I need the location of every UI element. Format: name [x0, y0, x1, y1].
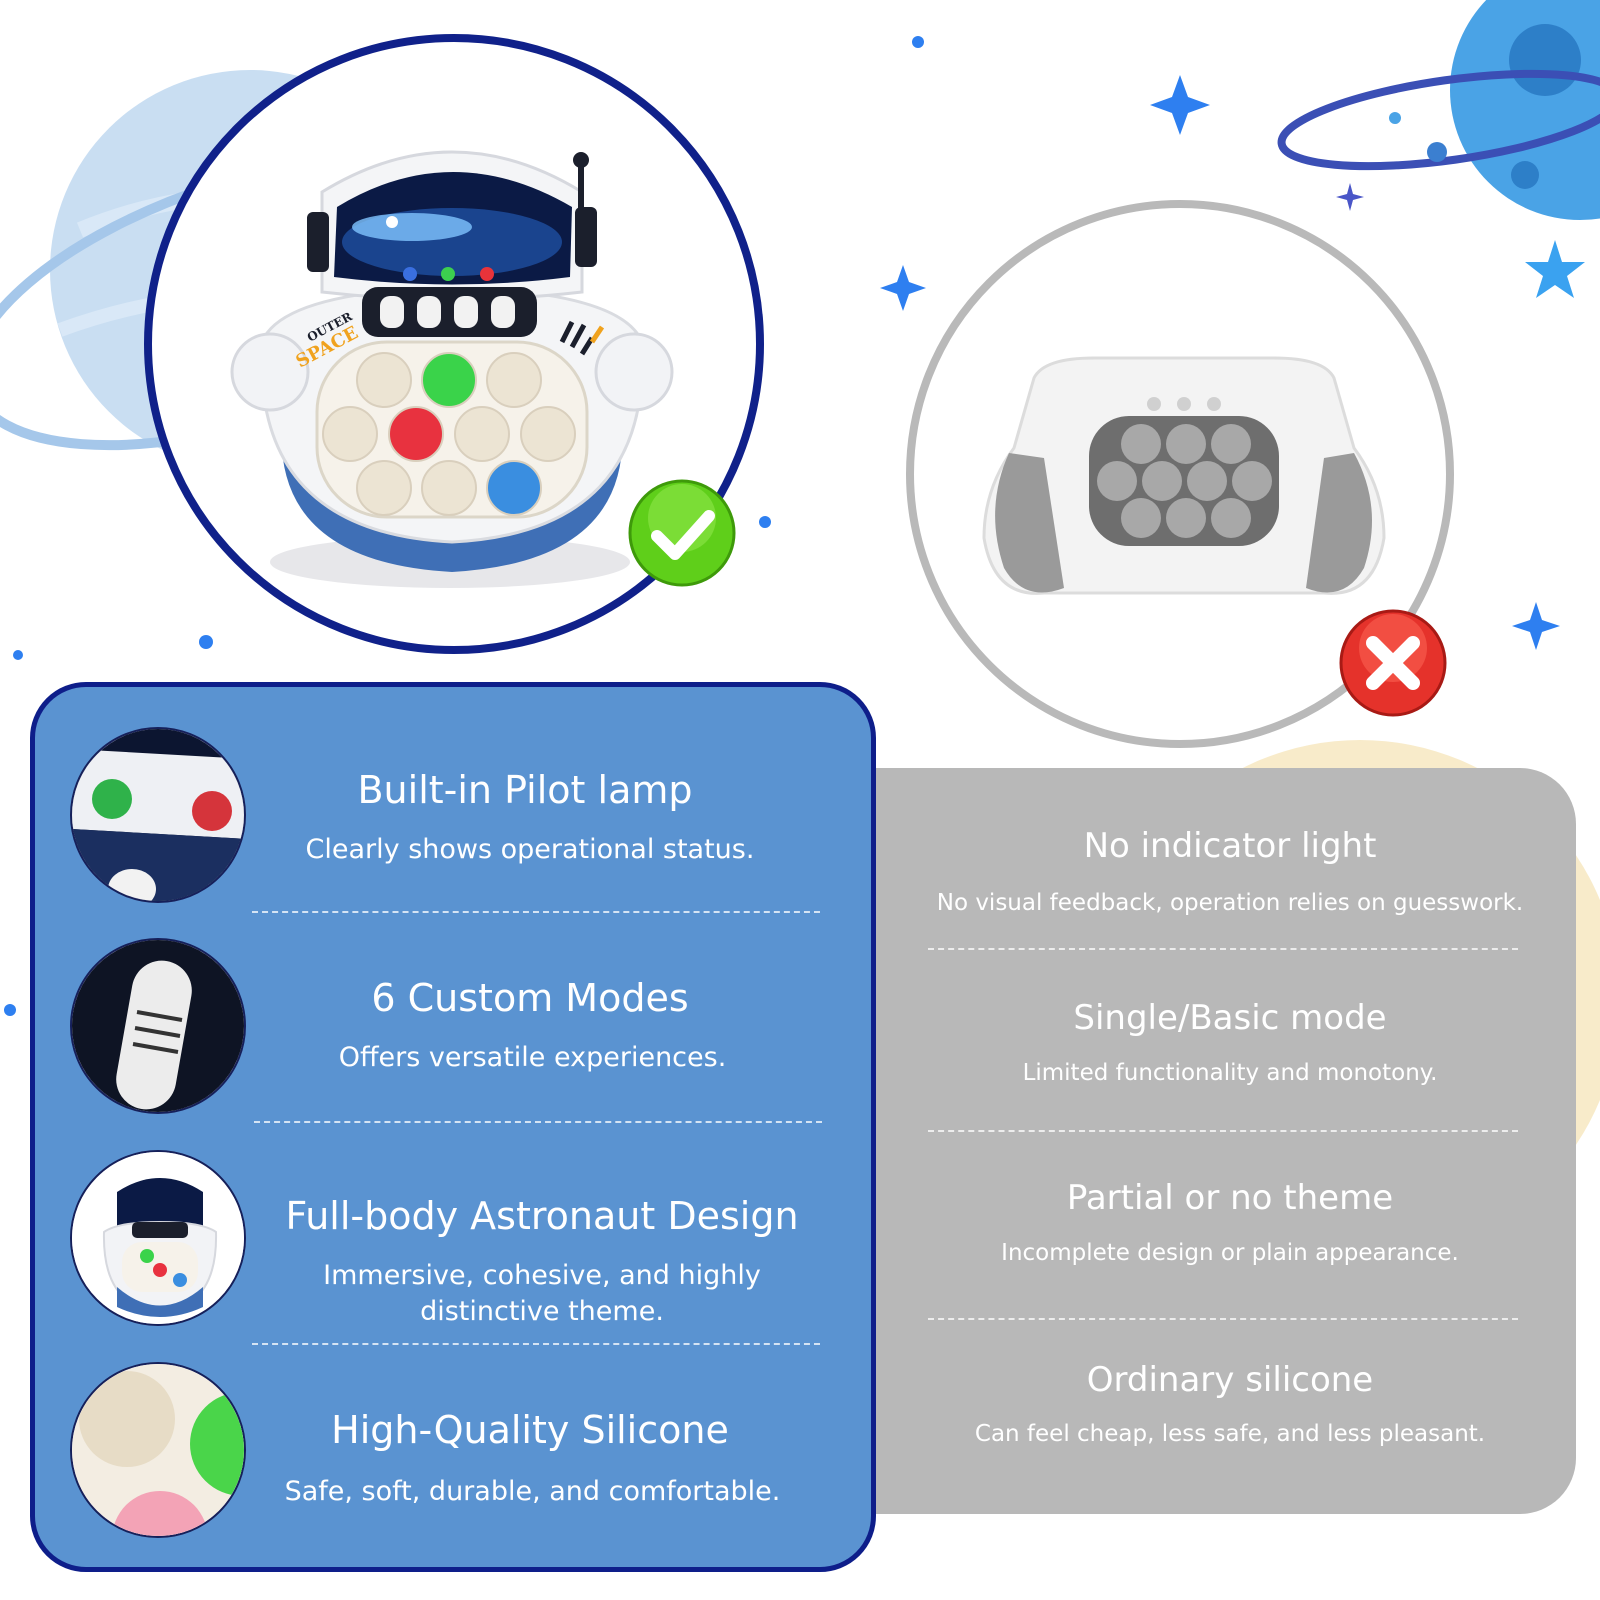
cross-icon — [1339, 609, 1447, 717]
silicone-buttons-image — [72, 1364, 244, 1536]
competitor-desc-4: Can feel cheap, less safe, and less plea… — [974, 1421, 1486, 1447]
stars-decoration — [4, 36, 1585, 1016]
competitor-desc-1: No visual feedback, operation relies on … — [936, 890, 1524, 916]
thumb-silicone — [70, 1362, 246, 1538]
thumb-custom-modes — [70, 938, 246, 1114]
thumb-pilot-lamp — [70, 727, 246, 903]
check-icon — [628, 479, 736, 587]
feature-desc-1: Clearly shows operational status. — [305, 834, 755, 865]
astronaut-mini-image — [72, 1152, 244, 1324]
feature-desc-2: Offers versatile experiences. — [338, 1042, 727, 1073]
divider — [252, 911, 820, 913]
planet-right-decoration — [1277, 0, 1600, 220]
feature-title-3: Full-body Astronaut Design — [285, 1194, 799, 1238]
thumb-astronaut-design — [70, 1150, 246, 1326]
divider — [252, 1343, 820, 1345]
generic-toy-image — [982, 356, 1386, 595]
divider — [928, 948, 1518, 950]
feature-title-1: Built-in Pilot lamp — [357, 768, 693, 812]
divider — [254, 1121, 822, 1123]
competitor-title-2: Single/Basic mode — [1073, 998, 1387, 1038]
pilot-lamp-image — [72, 729, 244, 901]
competitor-panel — [870, 768, 1576, 1514]
mode-button-image — [72, 940, 244, 1112]
feature-desc-4: Safe, soft, durable, and comfortable. — [284, 1476, 781, 1507]
competitor-desc-2: Limited functionality and monotony. — [1022, 1060, 1438, 1086]
feature-desc-3-line2: distinctive theme. — [420, 1296, 664, 1327]
feature-title-4: High-Quality Silicone — [331, 1408, 729, 1452]
feature-desc-3-line1: Immersive, cohesive, and highly — [323, 1260, 761, 1291]
competitor-title-3: Partial or no theme — [1066, 1178, 1394, 1218]
competitor-title-4: Ordinary silicone — [1086, 1360, 1374, 1400]
astronaut-toy-image: OUTER SPACE — [230, 150, 674, 588]
competitor-circle — [906, 200, 1454, 748]
divider — [928, 1130, 1518, 1132]
divider — [928, 1318, 1518, 1320]
competitor-title-1: No indicator light — [1083, 826, 1377, 866]
competitor-desc-3: Incomplete design or plain appearance. — [1001, 1240, 1459, 1266]
feature-title-2: 6 Custom Modes — [371, 976, 689, 1020]
